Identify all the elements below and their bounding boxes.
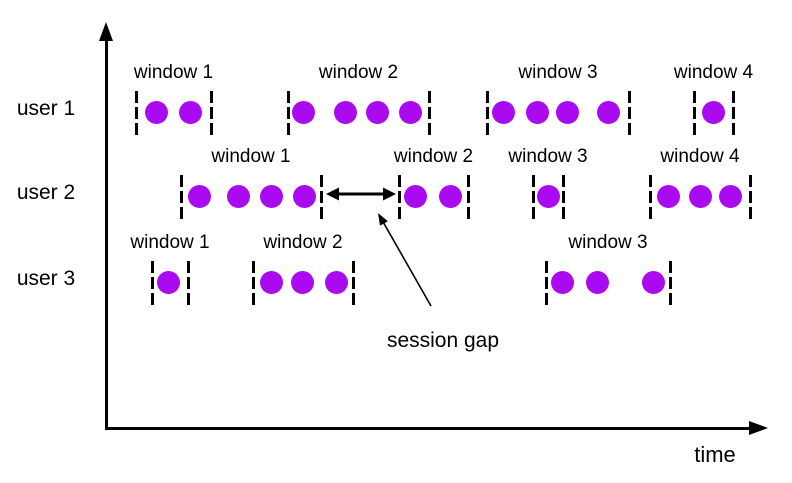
y-axis-arrowhead-icon <box>99 22 113 41</box>
session-gap-arrowhead-left-icon <box>326 187 339 201</box>
y-axis-line <box>105 38 108 430</box>
window-boundary-dashed-line <box>286 91 290 135</box>
window-boundary-dashed-line <box>544 261 548 305</box>
event-dot <box>291 100 315 124</box>
window-boundary-dashed-line <box>209 91 213 135</box>
event-dot <box>292 184 316 208</box>
window-label: window 4 <box>660 146 740 167</box>
window-boundary-dashed-line <box>692 91 696 135</box>
window-label: window 1 <box>130 232 210 253</box>
event-dot <box>585 270 609 294</box>
window-boundary-dashed-line <box>466 175 470 219</box>
event-dot <box>187 184 211 208</box>
event-dot <box>718 184 742 208</box>
event-dot <box>641 270 665 294</box>
x-axis-line <box>105 427 750 430</box>
event-dot <box>144 100 168 124</box>
event-dot <box>156 270 180 294</box>
user-label-2: user 2 <box>16 181 76 204</box>
event-dot <box>178 100 202 124</box>
event-dot <box>259 270 283 294</box>
window-boundary-dashed-line <box>134 91 138 135</box>
window-boundary-dashed-line <box>531 175 535 219</box>
event-dot <box>536 184 560 208</box>
user-label-1: user 1 <box>16 97 76 120</box>
window-label: window 3 <box>568 232 648 253</box>
window-label: window 2 <box>393 146 474 167</box>
session-gap-pointer-arrowhead-icon <box>378 213 388 226</box>
event-dot <box>555 100 579 124</box>
event-dot <box>365 100 389 124</box>
window-boundary-dashed-line <box>397 175 401 219</box>
window-label: window 1 <box>133 62 214 83</box>
window-label: window 3 <box>518 62 598 83</box>
window-label: window 1 <box>211 146 291 167</box>
event-dot <box>438 184 462 208</box>
event-dot <box>290 270 314 294</box>
event-dot <box>701 100 725 124</box>
window-boundary-dashed-line <box>668 261 672 305</box>
event-dot <box>324 270 348 294</box>
session-gap-label: session gap <box>386 329 500 352</box>
window-label: window 3 <box>508 146 588 167</box>
user-label-3: user 3 <box>16 267 76 290</box>
event-dot <box>333 100 357 124</box>
event-dot <box>491 100 515 124</box>
event-dot <box>550 270 574 294</box>
window-boundary-dashed-line <box>427 91 431 135</box>
window-label: window 2 <box>263 232 343 253</box>
event-dot <box>403 184 427 208</box>
window-boundary-dashed-line <box>748 175 752 219</box>
window-boundary-dashed-line <box>627 91 631 135</box>
window-boundary-dashed-line <box>648 175 652 219</box>
event-dot <box>525 100 549 124</box>
x-axis-arrowhead-icon <box>749 421 768 435</box>
window-boundary-dashed-line <box>251 261 255 305</box>
window-boundary-dashed-line <box>485 91 489 135</box>
window-boundary-dashed-line <box>186 261 190 305</box>
window-label: window 4 <box>673 62 754 83</box>
session-gap-pointer-line <box>381 220 432 307</box>
window-boundary-dashed-line <box>351 261 355 305</box>
event-dot <box>259 184 283 208</box>
window-boundary-dashed-line <box>561 175 565 219</box>
window-label: window 2 <box>318 62 399 83</box>
event-dot <box>596 100 620 124</box>
event-dot <box>398 100 422 124</box>
event-dot <box>688 184 712 208</box>
event-dot <box>226 184 250 208</box>
time-axis-label: time <box>694 442 736 467</box>
window-boundary-dashed-line <box>150 261 154 305</box>
window-boundary-dashed-line <box>179 175 183 219</box>
session-gap-arrowhead-right-icon <box>383 187 396 201</box>
window-boundary-dashed-line <box>731 91 735 135</box>
window-boundary-dashed-line <box>319 175 323 219</box>
event-dot <box>656 184 680 208</box>
